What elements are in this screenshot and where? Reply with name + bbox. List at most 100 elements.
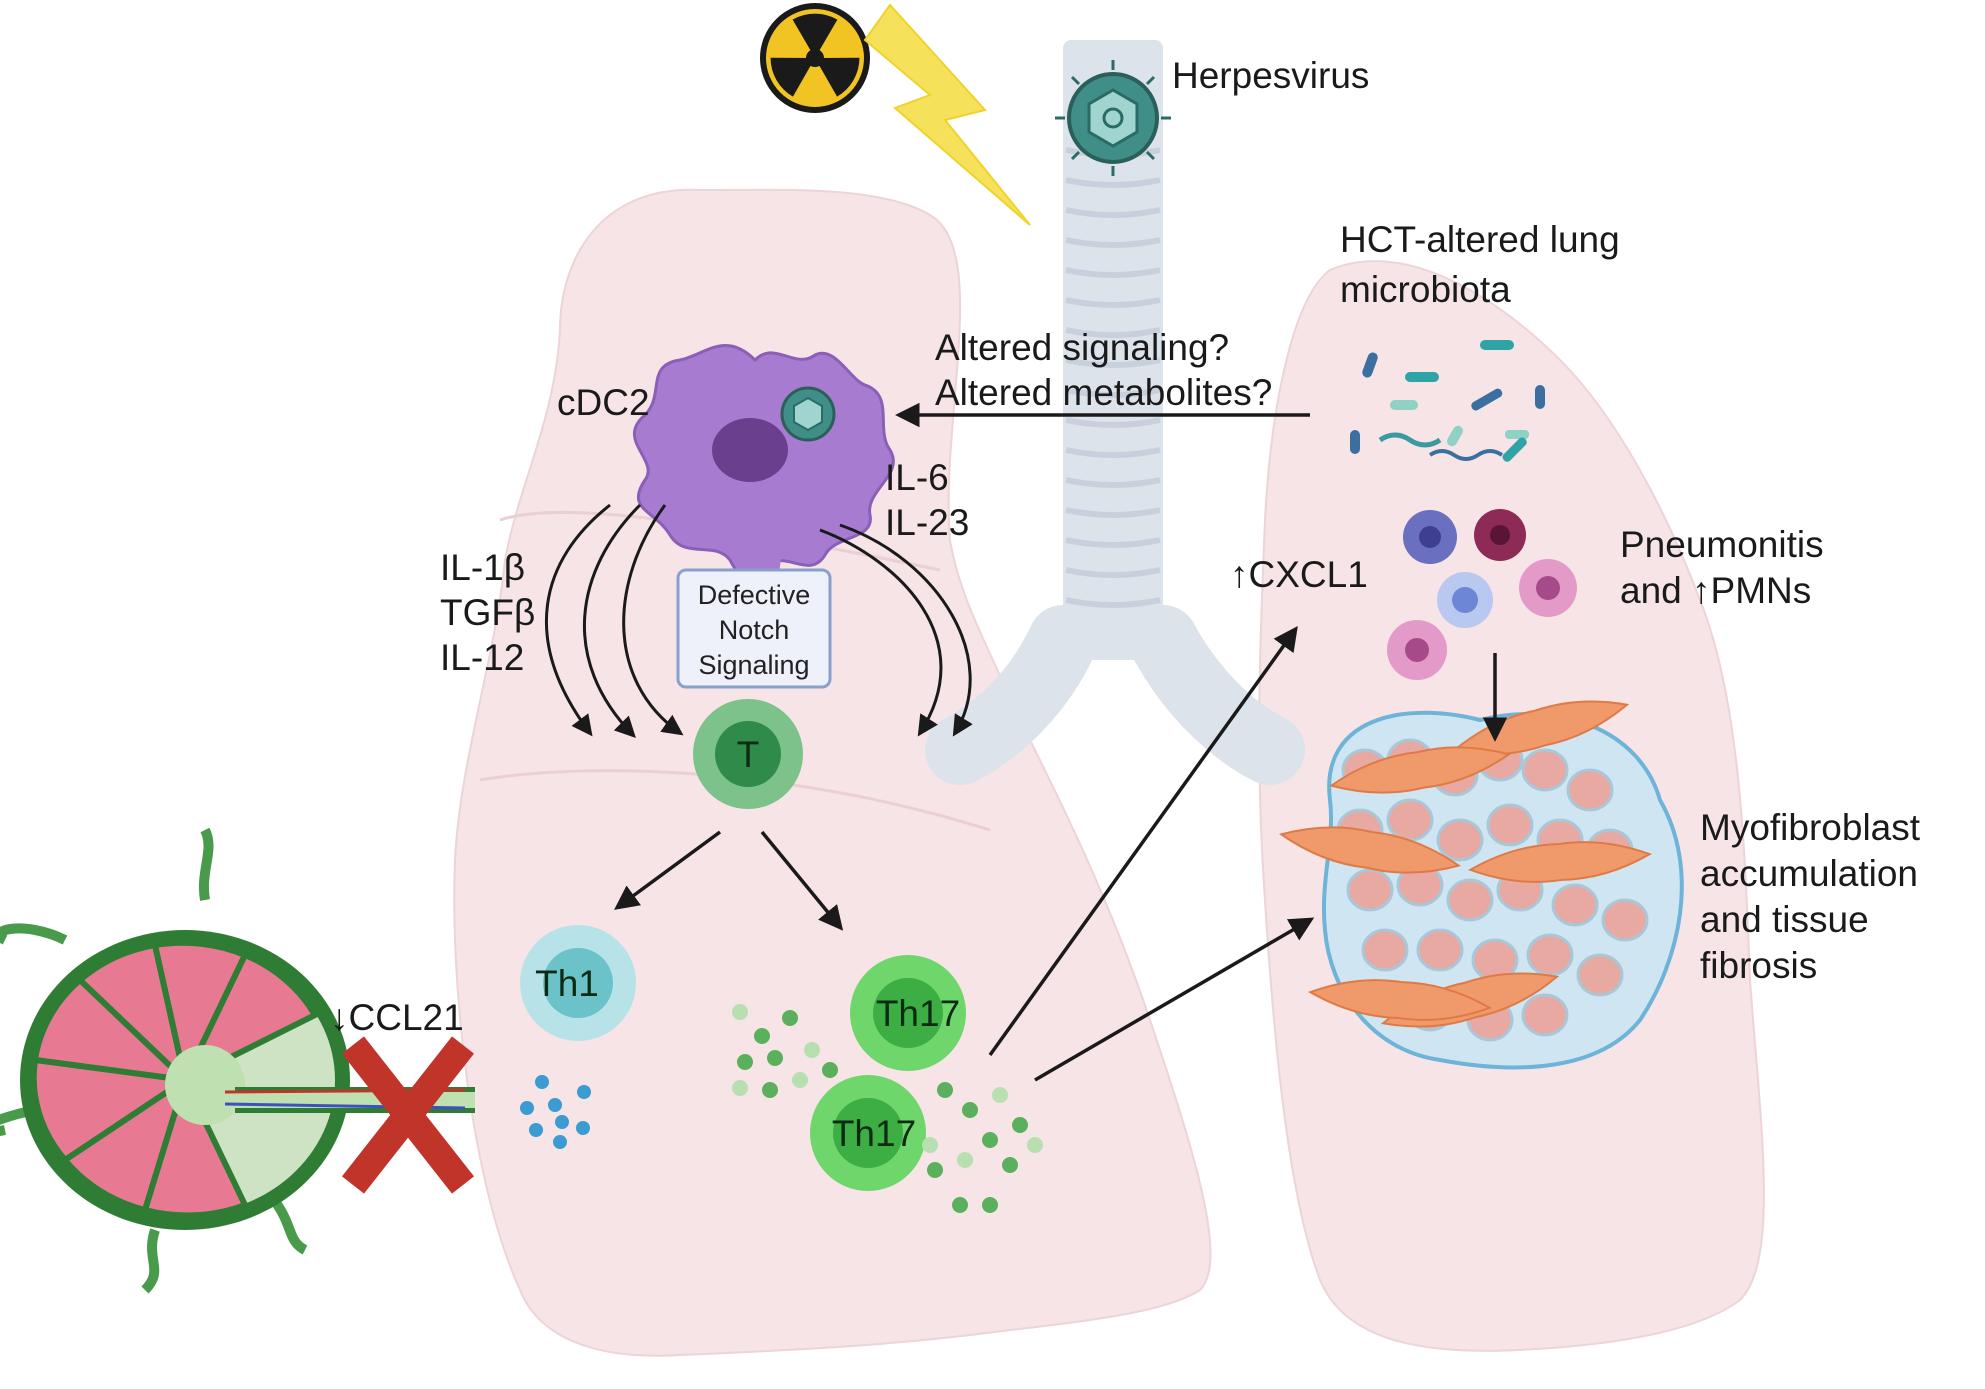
cxcl1-label: ↑CXCL1 — [1230, 554, 1368, 595]
microbiota-label-1: HCT-altered lung — [1340, 219, 1620, 260]
il12-label: IL-12 — [440, 637, 524, 678]
neutrophil-icon — [1387, 509, 1577, 680]
question-label-1: Altered signaling? — [935, 327, 1229, 368]
fibrosis-label-2: accumulation — [1700, 853, 1918, 894]
notch-label-1: Defective — [698, 580, 811, 610]
lymph-node-icon — [0, 827, 475, 1294]
cytokine-dot — [982, 1197, 998, 1213]
tissue-cell — [1386, 798, 1434, 842]
arrow-th17-to-fibrosis — [1034, 917, 1315, 1082]
tissue-cell — [1601, 898, 1649, 942]
trachea-ring — [1065, 357, 1161, 368]
trachea-ring — [1065, 237, 1161, 248]
cytokine-dot — [804, 1042, 820, 1058]
cytokine-dot — [548, 1098, 562, 1112]
trachea-ring — [1065, 447, 1161, 458]
t-cell — [693, 699, 803, 809]
myofibroblast — [1329, 746, 1511, 794]
trachea-ring — [1065, 177, 1161, 188]
notch-label-2: Notch — [719, 615, 790, 645]
trachea-ring — [1065, 477, 1161, 488]
cytokine-dot — [922, 1137, 938, 1153]
arrows — [545, 402, 1508, 1082]
th1-label: Th1 — [535, 963, 599, 1004]
trachea-ring — [1065, 567, 1161, 578]
tissue-cell — [1576, 953, 1624, 997]
cytokine-dot — [762, 1082, 778, 1098]
tissue-cell — [1446, 878, 1494, 922]
ccl21-label: ↓CCL21 — [330, 997, 464, 1038]
cytokine-dot — [1002, 1157, 1018, 1173]
lightning-icon — [863, 3, 1031, 226]
cytokine-dot — [982, 1132, 998, 1148]
myofibroblast — [1279, 826, 1461, 874]
herpesvirus-icon — [1055, 60, 1171, 176]
trachea-ring — [1065, 507, 1161, 518]
trachea-ring — [1065, 327, 1161, 338]
tissue-cell — [1361, 928, 1409, 972]
cytokine-dot — [927, 1162, 943, 1178]
trachea-ring — [1065, 297, 1161, 308]
arrow-t-to-th17 — [760, 830, 844, 931]
trachea-ring — [1065, 267, 1161, 278]
tissue-cell — [1416, 928, 1464, 972]
cytokine-dot — [577, 1085, 591, 1099]
tissue-cell — [1436, 818, 1484, 862]
tissue-cell — [1346, 868, 1394, 912]
herpesvirus-label: Herpesvirus — [1172, 55, 1369, 96]
fibrosis-label-4: fibrosis — [1700, 945, 1817, 986]
cytokine-dot — [952, 1197, 968, 1213]
il1b-label: IL-1β — [440, 547, 525, 588]
blocked-x-mark — [341, 1036, 475, 1194]
myofibroblast — [1307, 979, 1493, 1021]
microbiota-label-2: microbiota — [1340, 269, 1511, 310]
cytokine-dot — [553, 1135, 567, 1149]
t-cell-label: T — [737, 734, 760, 775]
tgfb-label: TGFβ — [440, 592, 535, 633]
trachea-ring — [1065, 417, 1161, 428]
th17-label-a: Th17 — [876, 993, 960, 1034]
cdc2-virus-icon — [780, 386, 836, 442]
bacteria-icon — [1350, 340, 1545, 462]
cytokine-dot — [792, 1072, 808, 1088]
arrow-il6-2 — [839, 523, 973, 737]
tissue-cell — [1566, 768, 1614, 812]
pneumonitis-label-1: Pneumonitis — [1620, 524, 1824, 565]
cytokine-dot — [737, 1054, 753, 1070]
myofibroblast — [1467, 841, 1653, 883]
trachea — [925, 40, 1305, 785]
cytokine-dot — [937, 1082, 953, 1098]
fibrosis-label-1: Myofibroblast — [1700, 807, 1921, 848]
cytokine-dot — [992, 1087, 1008, 1103]
tissue-cell — [1486, 803, 1534, 847]
arrow-il6-1 — [819, 528, 943, 737]
arrow-il1b-3 — [622, 504, 684, 736]
notch-signaling-box — [676, 568, 832, 689]
arrow-il1b-2 — [582, 503, 642, 739]
il23-label: IL-23 — [885, 502, 969, 543]
tissue-cell — [1521, 748, 1569, 792]
question-label-2: Altered metabolites? — [935, 372, 1272, 413]
cytokine-dot — [732, 1080, 748, 1096]
th17-cell-b — [810, 1075, 926, 1191]
myofibroblast-icon — [1279, 700, 1684, 1070]
fibrosis-label-3: and tissue — [1700, 899, 1869, 940]
trachea-ring — [1065, 387, 1161, 398]
cytokine-dot — [535, 1075, 549, 1089]
cytokine-dot — [822, 1062, 838, 1078]
trachea-ring — [1065, 537, 1161, 548]
th17-label-b: Th17 — [832, 1113, 916, 1154]
notch-label-3: Signaling — [698, 650, 809, 680]
trachea-ring — [1065, 597, 1161, 608]
cytokine-dot — [782, 1010, 798, 1026]
cytokine-dots — [520, 1004, 1043, 1213]
cytokine-dot — [767, 1050, 783, 1066]
cytokine-dot — [555, 1115, 569, 1129]
th17-cell-a — [850, 955, 966, 1071]
cytokine-dot — [576, 1121, 590, 1135]
tissue-cell — [1551, 883, 1599, 927]
cytokine-dot — [529, 1123, 543, 1137]
cytokine-dot — [520, 1101, 534, 1115]
cytokine-dot — [1027, 1137, 1043, 1153]
